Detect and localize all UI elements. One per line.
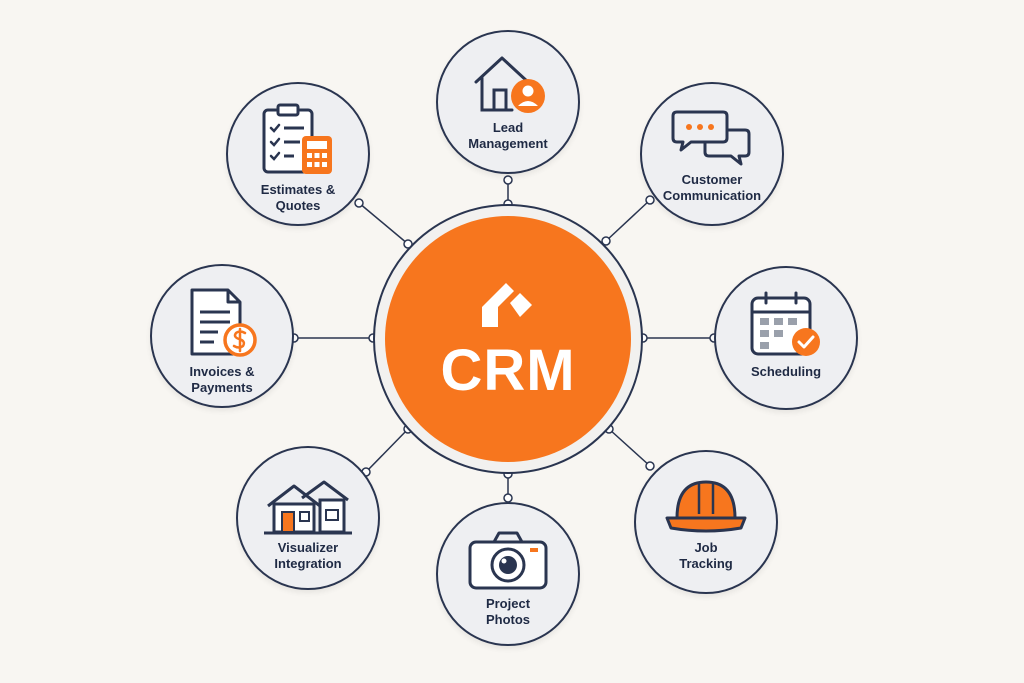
crm-hub[interactable]: CRM bbox=[385, 216, 631, 462]
connector-dot bbox=[503, 493, 513, 503]
connector-job bbox=[608, 428, 651, 467]
connector-dot bbox=[645, 195, 655, 205]
node-lead-management[interactable]: Lead Management bbox=[436, 30, 580, 174]
connector-dot bbox=[354, 198, 364, 208]
node-label: Job Tracking bbox=[679, 540, 733, 571]
connector-dot bbox=[503, 175, 513, 185]
node-label: Lead Management bbox=[468, 120, 548, 151]
node-project-photos[interactable]: Project Photos bbox=[436, 502, 580, 646]
calendar-check-icon bbox=[750, 291, 820, 356]
clipboard-calculator-icon bbox=[262, 103, 332, 174]
hub-title: CRM bbox=[440, 338, 576, 403]
node-label: Invoices & Payments bbox=[189, 364, 255, 395]
node-label: Estimates & Quotes bbox=[260, 182, 336, 213]
node-job-tracking[interactable]: Job Tracking bbox=[634, 450, 778, 594]
house-logo-icon bbox=[482, 283, 532, 327]
chat-bubbles-icon bbox=[671, 110, 751, 166]
connector-dot bbox=[645, 461, 655, 471]
hard-hat-icon bbox=[665, 480, 747, 533]
node-scheduling[interactable]: Scheduling bbox=[714, 266, 858, 410]
node-customer-communication[interactable]: Customer Communication bbox=[640, 82, 784, 226]
node-invoices-payments[interactable]: Invoices & Payments bbox=[150, 264, 294, 408]
connector-visual bbox=[365, 428, 409, 473]
connector-estimate bbox=[358, 202, 409, 245]
node-visualizer-integration[interactable]: Visualizer Integration bbox=[236, 446, 380, 590]
connector-comm bbox=[605, 199, 651, 242]
invoice-dollar-icon bbox=[190, 288, 257, 357]
house-user-icon bbox=[474, 56, 545, 113]
node-estimates-quotes[interactable]: Estimates & Quotes bbox=[226, 82, 370, 226]
connector-dot bbox=[601, 236, 611, 246]
node-label: Project Photos bbox=[485, 596, 531, 627]
house-icon bbox=[264, 480, 352, 535]
node-label: Visualizer Integration bbox=[274, 540, 342, 571]
node-label: Scheduling bbox=[750, 364, 822, 379]
node-label: Customer Communication bbox=[662, 172, 762, 203]
camera-icon bbox=[468, 531, 548, 590]
